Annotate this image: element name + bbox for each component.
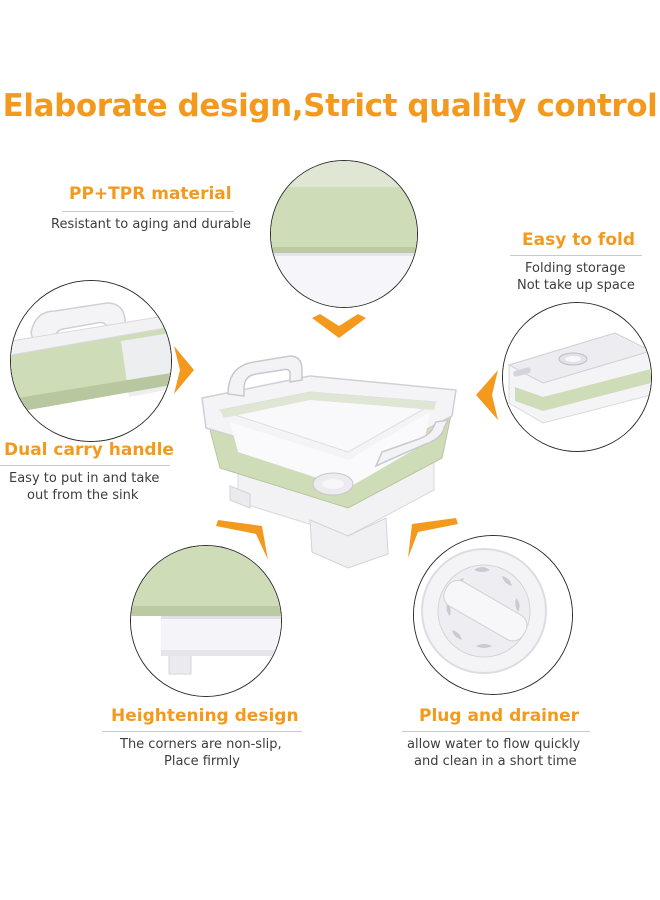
feature-desc-plug-2: and clean in a short time (414, 754, 577, 769)
chevron-up-left-icon (408, 516, 458, 558)
chevron-down-icon (312, 314, 366, 340)
feature-desc-handle-1: Easy to put in and take (9, 471, 160, 486)
feature-desc-plug-1: allow water to flow quickly (407, 737, 581, 752)
feature-title-handle: Dual carry handle (4, 440, 174, 460)
feature-divider-material (62, 211, 234, 212)
feature-title-material: PP+TPR material (69, 184, 232, 204)
handle-closeup-image (10, 280, 172, 442)
feature-divider-height (102, 731, 302, 732)
feature-divider-handle (0, 465, 170, 466)
collapsible-basket-image (198, 340, 463, 570)
chevron-right-icon (174, 346, 194, 394)
feature-title-fold: Easy to fold (522, 230, 635, 250)
feature-desc-handle-2: out from the sink (27, 488, 139, 503)
plug-closeup-image (413, 535, 573, 695)
folded-basket-image (502, 302, 652, 452)
chevron-left-icon (476, 370, 498, 420)
feature-desc-height-2: Place firmly (164, 754, 240, 769)
feature-title-plug: Plug and drainer (419, 706, 580, 726)
chevron-up-right-icon (216, 518, 268, 560)
feature-desc-height-1: The corners are non-slip, (120, 737, 282, 752)
feature-title-height: Heightening design (111, 706, 299, 726)
feature-desc-material: Resistant to aging and durable (51, 217, 252, 232)
feature-desc-fold-2: Not take up space (517, 278, 635, 293)
feature-divider-fold (510, 255, 642, 256)
material-closeup-image (270, 160, 418, 308)
feature-divider-plug (402, 731, 590, 732)
page-headline: Elaborate design,Strict quality control (2, 88, 658, 124)
feature-desc-fold-1: Folding storage (525, 261, 626, 276)
